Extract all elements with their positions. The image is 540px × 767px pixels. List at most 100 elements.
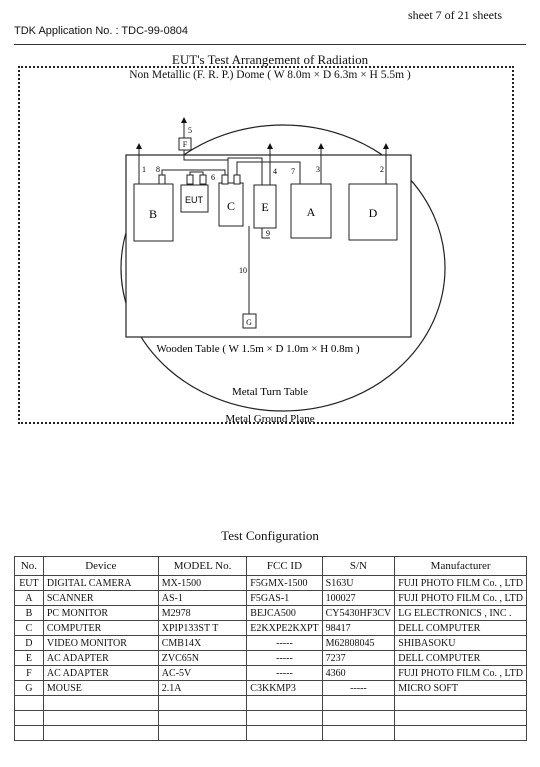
table-cell: C (14, 620, 44, 636)
table-cell (14, 710, 44, 726)
label-b: B (149, 207, 157, 221)
wooden-table (125, 154, 412, 338)
table-cell: G (14, 680, 44, 696)
device-d (348, 183, 398, 241)
table-cell: CY5430HF3CV (321, 605, 396, 621)
device-c (218, 182, 244, 227)
table-cell (157, 725, 248, 741)
cable-7: 7 (291, 167, 295, 176)
label-g: G (246, 318, 252, 327)
cable-9: 9 (266, 229, 270, 238)
table-cell: EUT (14, 575, 44, 591)
config-header-row: No. Device MODEL No. FCC ID S/N Manufact… (14, 556, 527, 576)
table-cell (321, 695, 396, 711)
table-cell: 100027 (321, 590, 396, 606)
dome-label: Non Metallic (F. R. P.) Dome ( W 8.0m × … (129, 69, 411, 81)
table-cell: AC ADAPTER (42, 665, 159, 681)
label-d: D (369, 206, 378, 220)
label-a: A (307, 205, 316, 219)
table-cell (246, 725, 323, 741)
table-row (14, 710, 527, 726)
device-b (133, 183, 174, 242)
device-f (178, 137, 192, 151)
label-e: E (261, 200, 268, 214)
device-e (253, 184, 277, 229)
config-table: No. Device MODEL No. FCC ID S/N Manufact… (14, 556, 527, 741)
cable-3: 3 (316, 165, 320, 174)
table-cell: 7237 (321, 650, 396, 666)
table-cell (246, 710, 323, 726)
col-no: No. (14, 556, 44, 576)
table-cell: MX-1500 (157, 575, 248, 591)
cable-10: 10 (239, 266, 247, 275)
table-cell (246, 695, 323, 711)
table-cell (157, 710, 248, 726)
table-cell: ZVC65N (157, 650, 248, 666)
device-eut (180, 184, 209, 213)
table-cell (157, 695, 248, 711)
table-cell: E2KXPE2KXPT (246, 620, 323, 636)
ground-plane-label: Metal Ground Plane (225, 413, 314, 425)
label-eut: EUT (185, 195, 204, 205)
config-title: Test Configuration (221, 528, 319, 543)
col-model: MODEL No. (157, 556, 248, 576)
table-cell: F5GMX-1500 (246, 575, 323, 591)
table-cell (42, 710, 159, 726)
table-cell: MICRO SOFT (394, 680, 527, 696)
table-cell: F5GAS-1 (246, 590, 323, 606)
table-cell: A (14, 590, 44, 606)
col-sn: S/N (321, 556, 396, 576)
label-f: F (183, 140, 188, 149)
table-cell: F (14, 665, 44, 681)
cable-8: 8 (156, 165, 160, 174)
cable-1: 1 (142, 165, 146, 174)
table-cell (394, 710, 527, 726)
table-cell: MOUSE (42, 680, 159, 696)
turn-table-label: Metal Turn Table (232, 386, 308, 398)
col-device: Device (42, 556, 159, 576)
col-fcc: FCC ID (246, 556, 323, 576)
table-cell (321, 710, 396, 726)
cable-2: 2 (380, 165, 384, 174)
table-cell: C3KKMP3 (246, 680, 323, 696)
device-a (290, 183, 332, 239)
table-cell: D (14, 635, 44, 651)
table-cell: AS-1 (157, 590, 248, 606)
table-cell (321, 725, 396, 741)
col-manufacturer: Manufacturer (394, 556, 527, 576)
table-cell: VIDEO MONITOR (42, 635, 159, 651)
table-cell: DELL COMPUTER (394, 650, 527, 666)
table-cell: XPIP133ST T (157, 620, 248, 636)
table-cell (42, 695, 159, 711)
application-number: TDK Application No. : TDC-99-0804 (14, 25, 189, 37)
sheet-number: sheet 7 of 21 sheets (408, 8, 502, 22)
table-cell: E (14, 650, 44, 666)
table-cell: B (14, 605, 44, 621)
table-cell (394, 725, 527, 741)
table-cell: LG ELECTRONICS , INC . (394, 605, 527, 621)
table-cell: BEJCA500 (246, 605, 323, 621)
cable-6: 6 (211, 173, 215, 182)
wooden-table-label: Wooden Table ( W 1.5m × D 1.0m × H 0.8m … (156, 343, 360, 355)
table-cell (14, 695, 44, 711)
table-cell (394, 695, 527, 711)
table-cell: FUJI PHOTO FILM Co. , LTD (394, 590, 527, 606)
table-cell: M2978 (157, 605, 248, 621)
table-cell: 98417 (321, 620, 396, 636)
label-c: C (227, 199, 235, 213)
table-cell: AC-5V (157, 665, 248, 681)
table-cell: M62808045 (321, 635, 396, 651)
table-cell: FUJI PHOTO FILM Co. , LTD (394, 575, 527, 591)
table-cell: SHIBASOKU (394, 635, 527, 651)
table-cell: ----- (321, 680, 396, 696)
table-cell: AC ADAPTER (42, 650, 159, 666)
table-row (14, 725, 527, 741)
